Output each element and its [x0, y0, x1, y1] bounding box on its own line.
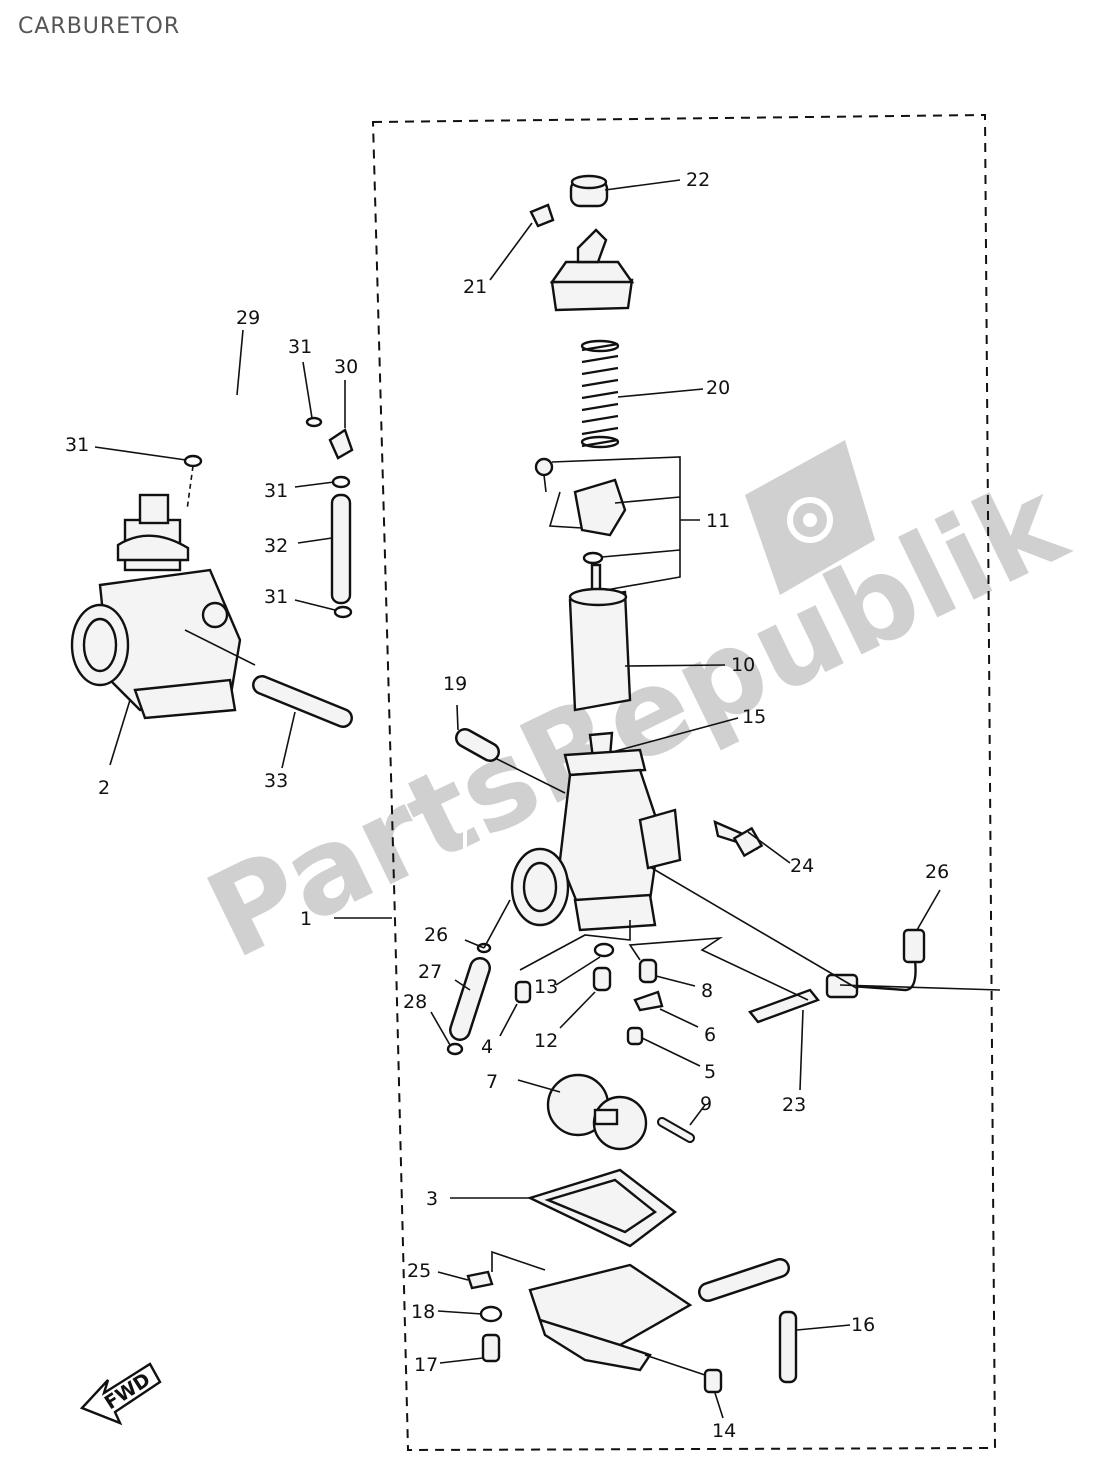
callout-21: 21	[463, 276, 487, 298]
part-10-throttle-valve	[568, 590, 632, 712]
callout-6: 6	[704, 1024, 716, 1046]
gear-icon	[745, 440, 875, 595]
callout-18: 18	[411, 1301, 435, 1323]
page-title: CARBURETOR	[18, 14, 181, 39]
leader-lines	[94, 179, 1001, 1419]
part-9-pin	[659, 1119, 693, 1141]
part-4-jet	[514, 980, 532, 1004]
callout-29: 29	[236, 307, 260, 329]
part-32-pipe	[330, 493, 352, 605]
callout-33: 33	[264, 770, 288, 792]
callout-15: 15	[742, 706, 766, 728]
fwd-arrow: FWD	[79, 1362, 162, 1426]
callout-2: 2	[98, 777, 110, 799]
part-20-spring	[580, 339, 620, 449]
callout-9: 9	[700, 1093, 712, 1115]
part-28-clip	[476, 942, 492, 954]
callout-26-second: 26	[424, 924, 448, 946]
float-bowl-part	[528, 1263, 693, 1372]
callout-11: 11	[706, 510, 730, 532]
part-12-jet	[592, 966, 612, 992]
callout-14: 14	[712, 1420, 736, 1442]
callout-30: 30	[334, 356, 358, 378]
part-16-hose	[700, 1260, 788, 1300]
part-30-fitting	[328, 428, 354, 460]
callout-12: 12	[534, 1030, 558, 1052]
part-22-cap	[569, 174, 609, 208]
callout-8: 8	[701, 980, 713, 1002]
callout-31: 31	[288, 336, 312, 358]
callout-7: 7	[486, 1071, 498, 1093]
part-19-hose	[457, 730, 498, 760]
callout-5: 5	[704, 1061, 716, 1083]
callout-31-c: 31	[264, 480, 288, 502]
part-5-screw	[626, 1026, 644, 1046]
callout-25: 25	[407, 1260, 431, 1282]
part-18-washer	[479, 1305, 503, 1323]
part-21-plug	[529, 203, 555, 228]
part-13-washer	[593, 942, 615, 958]
part-25-plate	[466, 1270, 494, 1290]
part-3-gasket	[526, 1168, 677, 1248]
part-7-float	[546, 1073, 648, 1151]
callout-19: 19	[443, 673, 467, 695]
callout-4: 4	[481, 1036, 493, 1058]
callout-1: 1	[300, 908, 312, 930]
callout-23: 23	[782, 1094, 806, 1116]
callout-16: 16	[851, 1314, 875, 1336]
part-14-drain-screw	[703, 1368, 723, 1394]
callout-28: 28	[403, 991, 427, 1013]
fwd-label: FWD	[101, 1369, 155, 1415]
part-6-pin	[633, 990, 664, 1012]
part-23-screw	[748, 988, 820, 1024]
part-31-oring	[183, 454, 203, 468]
callout-13: 13	[534, 976, 558, 998]
callout-20: 20	[706, 377, 730, 399]
callout-31-b: 31	[65, 434, 89, 456]
callout-10: 10	[731, 654, 755, 676]
callout-26: 26	[925, 861, 949, 883]
part-8-needle-jet	[638, 958, 658, 984]
callout-31-d: 31	[264, 586, 288, 608]
callout-24: 24	[790, 855, 814, 877]
part-27-hose	[451, 959, 489, 1039]
top-cap-part	[549, 228, 635, 312]
callout-labels: 1 2 3 4 5 6 7 8 9 10 11 12 13 14 15 16 1…	[65, 169, 949, 1442]
callout-3: 3	[426, 1188, 438, 1210]
part-33-hose	[254, 677, 351, 726]
part-17-bolt	[481, 1333, 501, 1363]
callout-17: 17	[414, 1354, 438, 1376]
callout-22: 22	[686, 169, 710, 191]
carburetor-assembly-part	[70, 493, 256, 720]
callout-32: 32	[264, 535, 288, 557]
callout-27: 27	[418, 961, 442, 983]
carburetor-body-part	[510, 748, 682, 932]
